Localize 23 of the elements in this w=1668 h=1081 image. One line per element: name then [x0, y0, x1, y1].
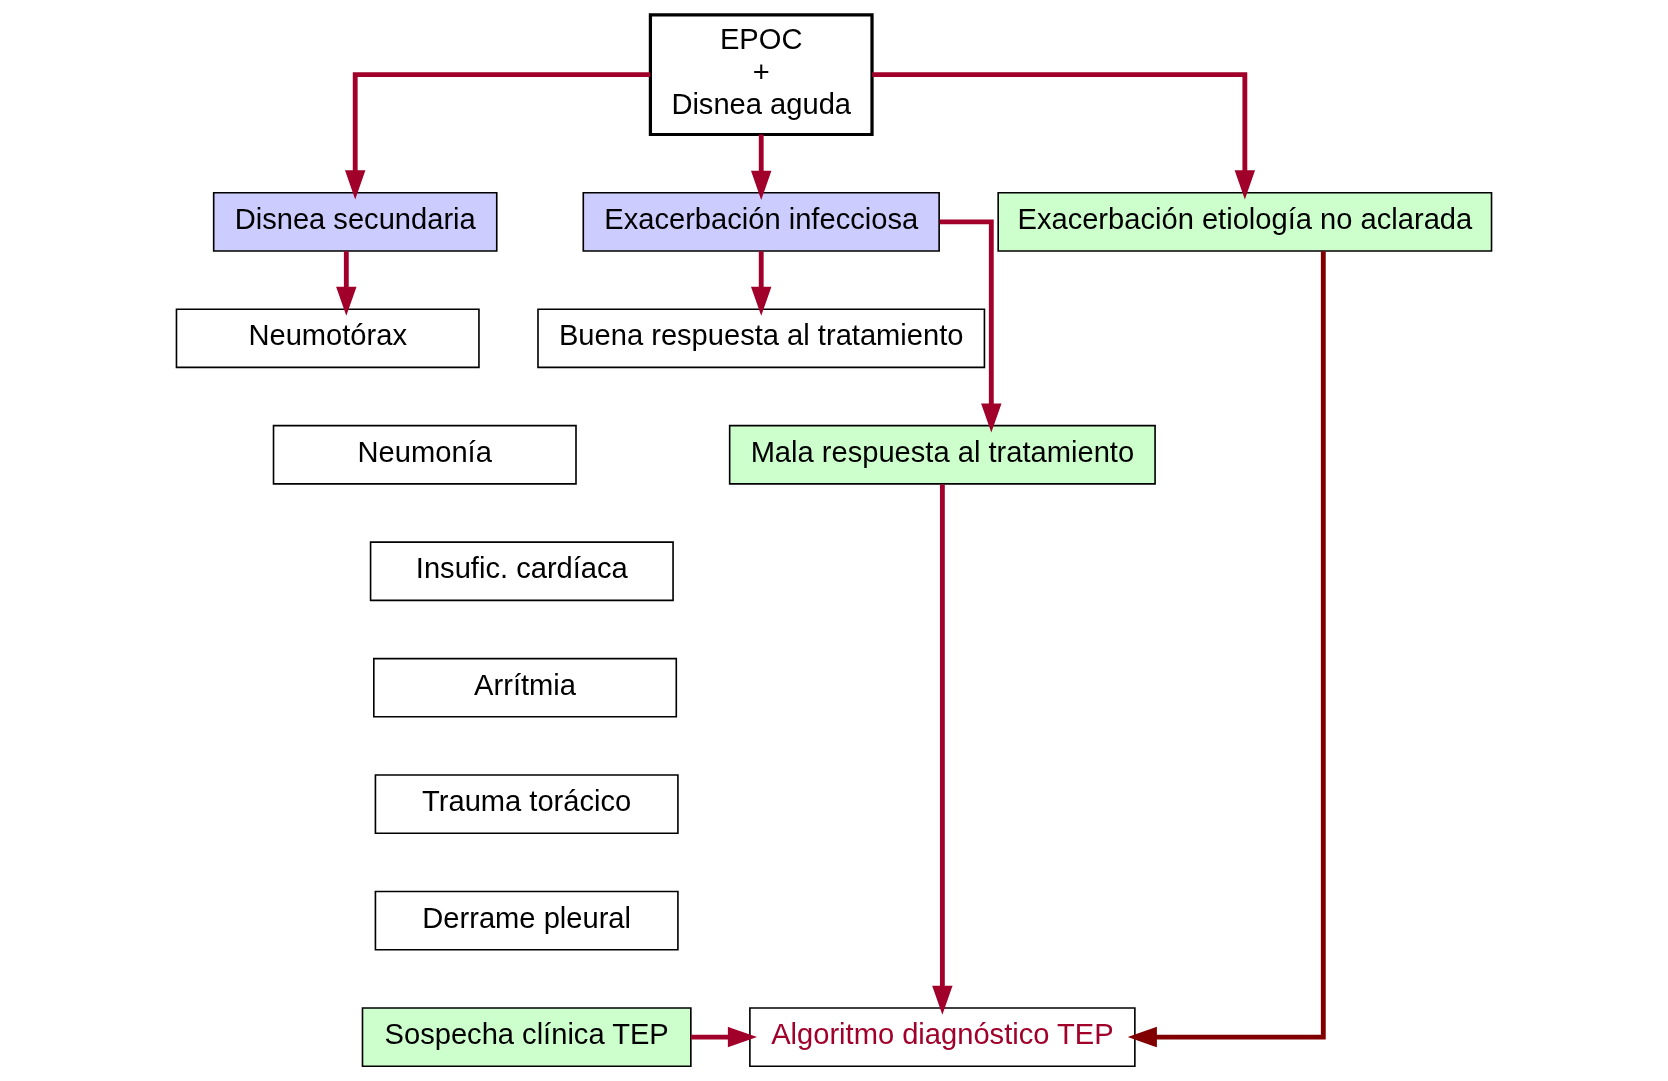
node-box: Arrítmia	[373, 657, 678, 718]
node-box: Neumonía	[272, 424, 577, 485]
node-box: Derrame pleural	[374, 890, 679, 951]
node-box: Algoritmo diagnóstico TEP	[749, 1007, 1136, 1067]
node-box: Mala respuesta al tratamiento	[728, 424, 1156, 485]
node-box: Neumotórax	[175, 308, 480, 369]
node-box: Buena respuesta al tratamiento	[537, 308, 986, 369]
arrow	[932, 484, 953, 1015]
node-box: Sospecha clínica TEP	[361, 1007, 692, 1067]
arrow	[1127, 251, 1326, 1048]
node-box: Insufic. cardíaca	[369, 541, 674, 602]
node-box: Trauma torácico	[374, 774, 679, 835]
arrow	[751, 134, 772, 201]
node-box: Disnea secundaria	[212, 191, 498, 252]
arrow	[336, 251, 357, 316]
node-box: Exacerbación etiología no aclarada	[997, 191, 1493, 252]
arrow	[690, 1026, 758, 1048]
arrow	[872, 72, 1256, 200]
arrow	[345, 72, 651, 200]
arrow	[939, 219, 1002, 433]
node-box: EPOC + Disnea aguda	[648, 13, 874, 137]
arrow	[751, 251, 772, 316]
node-box: Exacerbación infecciosa	[582, 191, 940, 252]
